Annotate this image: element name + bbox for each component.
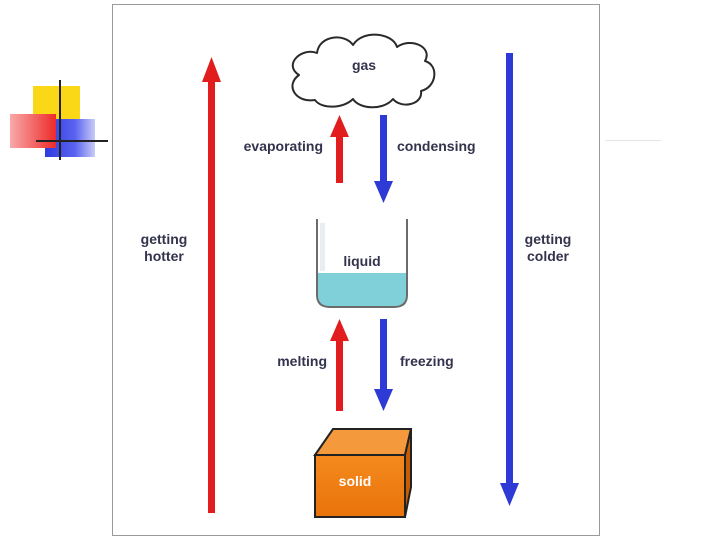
condensing-label: condensing [397,138,476,154]
getting-hotter-arrow [202,57,221,513]
decor-vertical-line [59,80,61,160]
getting-hotter-label: getting hotter [131,231,197,265]
getting-hotter-line1: getting [140,231,188,247]
liquid-label: liquid [343,253,381,269]
getting-colder-arrow [500,53,519,506]
getting-colder-line2: colder [526,248,569,264]
melting-arrow [330,319,349,411]
evaporating-label: evaporating [243,138,323,154]
liquid-beaker-icon [316,219,408,308]
getting-colder-line1: getting [524,231,572,247]
condensing-arrow [374,115,393,203]
solid-cube-icon [313,428,413,518]
getting-hotter-line2: hotter [144,248,184,264]
decor-horizontal-line [36,140,108,142]
gas-cloud-icon [291,33,436,109]
freezing-label: freezing [400,353,454,369]
slide-decoration [0,0,112,170]
diagram-frame: gas liquid solid evaporating condensing … [112,4,600,536]
slide-guide-line [605,140,661,141]
freezing-arrow [374,319,393,411]
getting-colder-label: getting colder [515,231,581,265]
gas-label: gas [351,57,377,73]
melting-label: melting [277,353,327,369]
evaporating-arrow [330,115,349,183]
decor-red-square [10,114,56,148]
states-of-matter-diagram [202,33,519,518]
solid-label: solid [338,473,372,489]
